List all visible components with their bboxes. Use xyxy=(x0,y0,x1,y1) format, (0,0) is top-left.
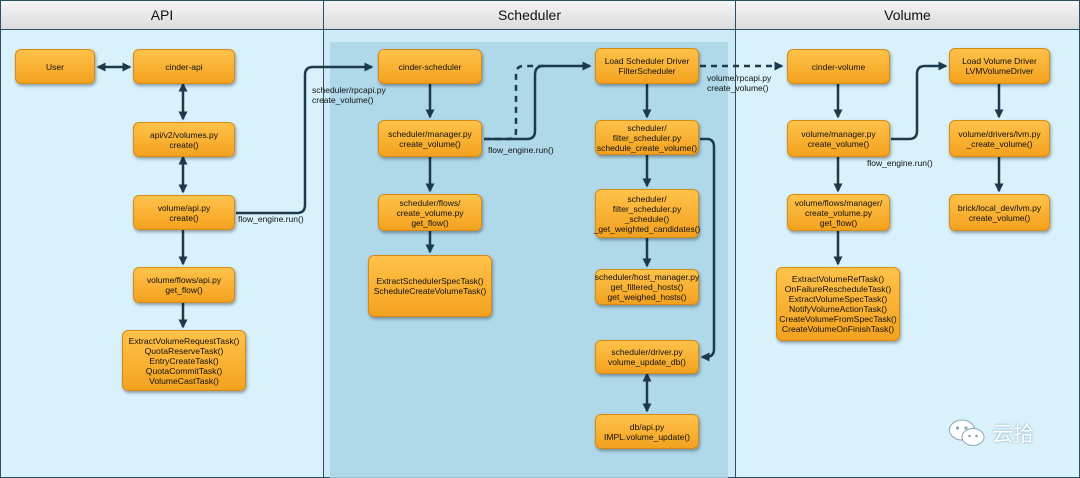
node-volume-flows-manager: volume/flows/manager/ create_volume.py g… xyxy=(787,194,890,231)
label-api-flow-engine: flow_engine.run() xyxy=(238,214,304,224)
lane-api-title: API xyxy=(1,1,323,30)
node-scheduler-tasks: ExtractSchedulerSpecTask() ScheduleCreat… xyxy=(368,255,492,317)
edge-schedulecreate-driver xyxy=(700,137,716,362)
node-scheduler-flows: scheduler/flows/ create_volume.py get_fl… xyxy=(378,194,482,231)
node-volume-tasks: ExtractVolumeRefTask() OnFailureReschedu… xyxy=(776,267,900,341)
node-scheduler-driver-py: scheduler/driver.py volume_update_db() xyxy=(595,340,699,374)
node-filter-scheduler-schedule-create: scheduler/ filter_scheduler.py schedule_… xyxy=(595,120,699,155)
node-volume-drivers-lvm: volume/drivers/lvm.py _create_volume() xyxy=(949,120,1050,157)
lane-volume-title: Volume xyxy=(736,1,1079,30)
edge-manager-loadvolumedriver xyxy=(891,61,948,141)
lane-scheduler-title: Scheduler xyxy=(324,1,735,30)
node-load-volume-driver: Load Volume Driver LVMVolumeDriver xyxy=(949,48,1050,84)
node-volume-flows-api-py: volume/flows/api.py get_flow() xyxy=(133,267,235,303)
edge-volumeapi-cinderscheduler xyxy=(236,62,374,215)
node-filter-scheduler-schedule: scheduler/ filter_scheduler.py _schedule… xyxy=(594,189,700,238)
node-db-api-py: db/api.py IMPL.volume_update() xyxy=(595,414,699,449)
node-api-tasks: ExtractVolumeRequestTask() QuotaReserveT… xyxy=(122,330,246,391)
watermark: 云拾 xyxy=(948,418,1034,448)
node-cinder-scheduler: cinder-scheduler xyxy=(378,49,482,84)
watermark-text: 云拾 xyxy=(992,422,1034,446)
wechat-icon xyxy=(949,419,985,446)
node-host-manager: scheduler/host_manager.py get_filtered_h… xyxy=(595,269,699,305)
label-scheduler-rpcapi: scheduler/rpcapi.py create_volume() xyxy=(312,85,386,105)
edge-manager-loaddriver-dashed xyxy=(484,64,545,141)
node-volume-api-py: volume/api.py create() xyxy=(133,195,235,230)
node-api-volumes-py: api/v2/volumes.py create() xyxy=(133,122,235,157)
node-scheduler-manager-py: scheduler/manager.py create_volume() xyxy=(378,120,482,157)
node-brick-local-dev-lvm: brick/local_dev/lvm.py create_volume() xyxy=(949,194,1050,231)
label-scheduler-flow-engine: flow_engine.run() xyxy=(488,145,554,155)
label-volume-flow-engine: flow_engine.run() xyxy=(867,158,933,168)
node-volume-manager-py: volume/manager.py create_volume() xyxy=(787,120,890,157)
node-cinder-volume: cinder-volume xyxy=(787,49,890,84)
node-user: User xyxy=(15,49,95,84)
node-cinder-api: cinder-api xyxy=(133,49,235,84)
edge-manager-loaddriver xyxy=(484,61,592,141)
node-load-scheduler-driver: Load Scheduler Driver FilterScheduler xyxy=(595,48,699,84)
label-volume-rpcapi: volume/rpcapi.py create_volume() xyxy=(707,73,772,93)
